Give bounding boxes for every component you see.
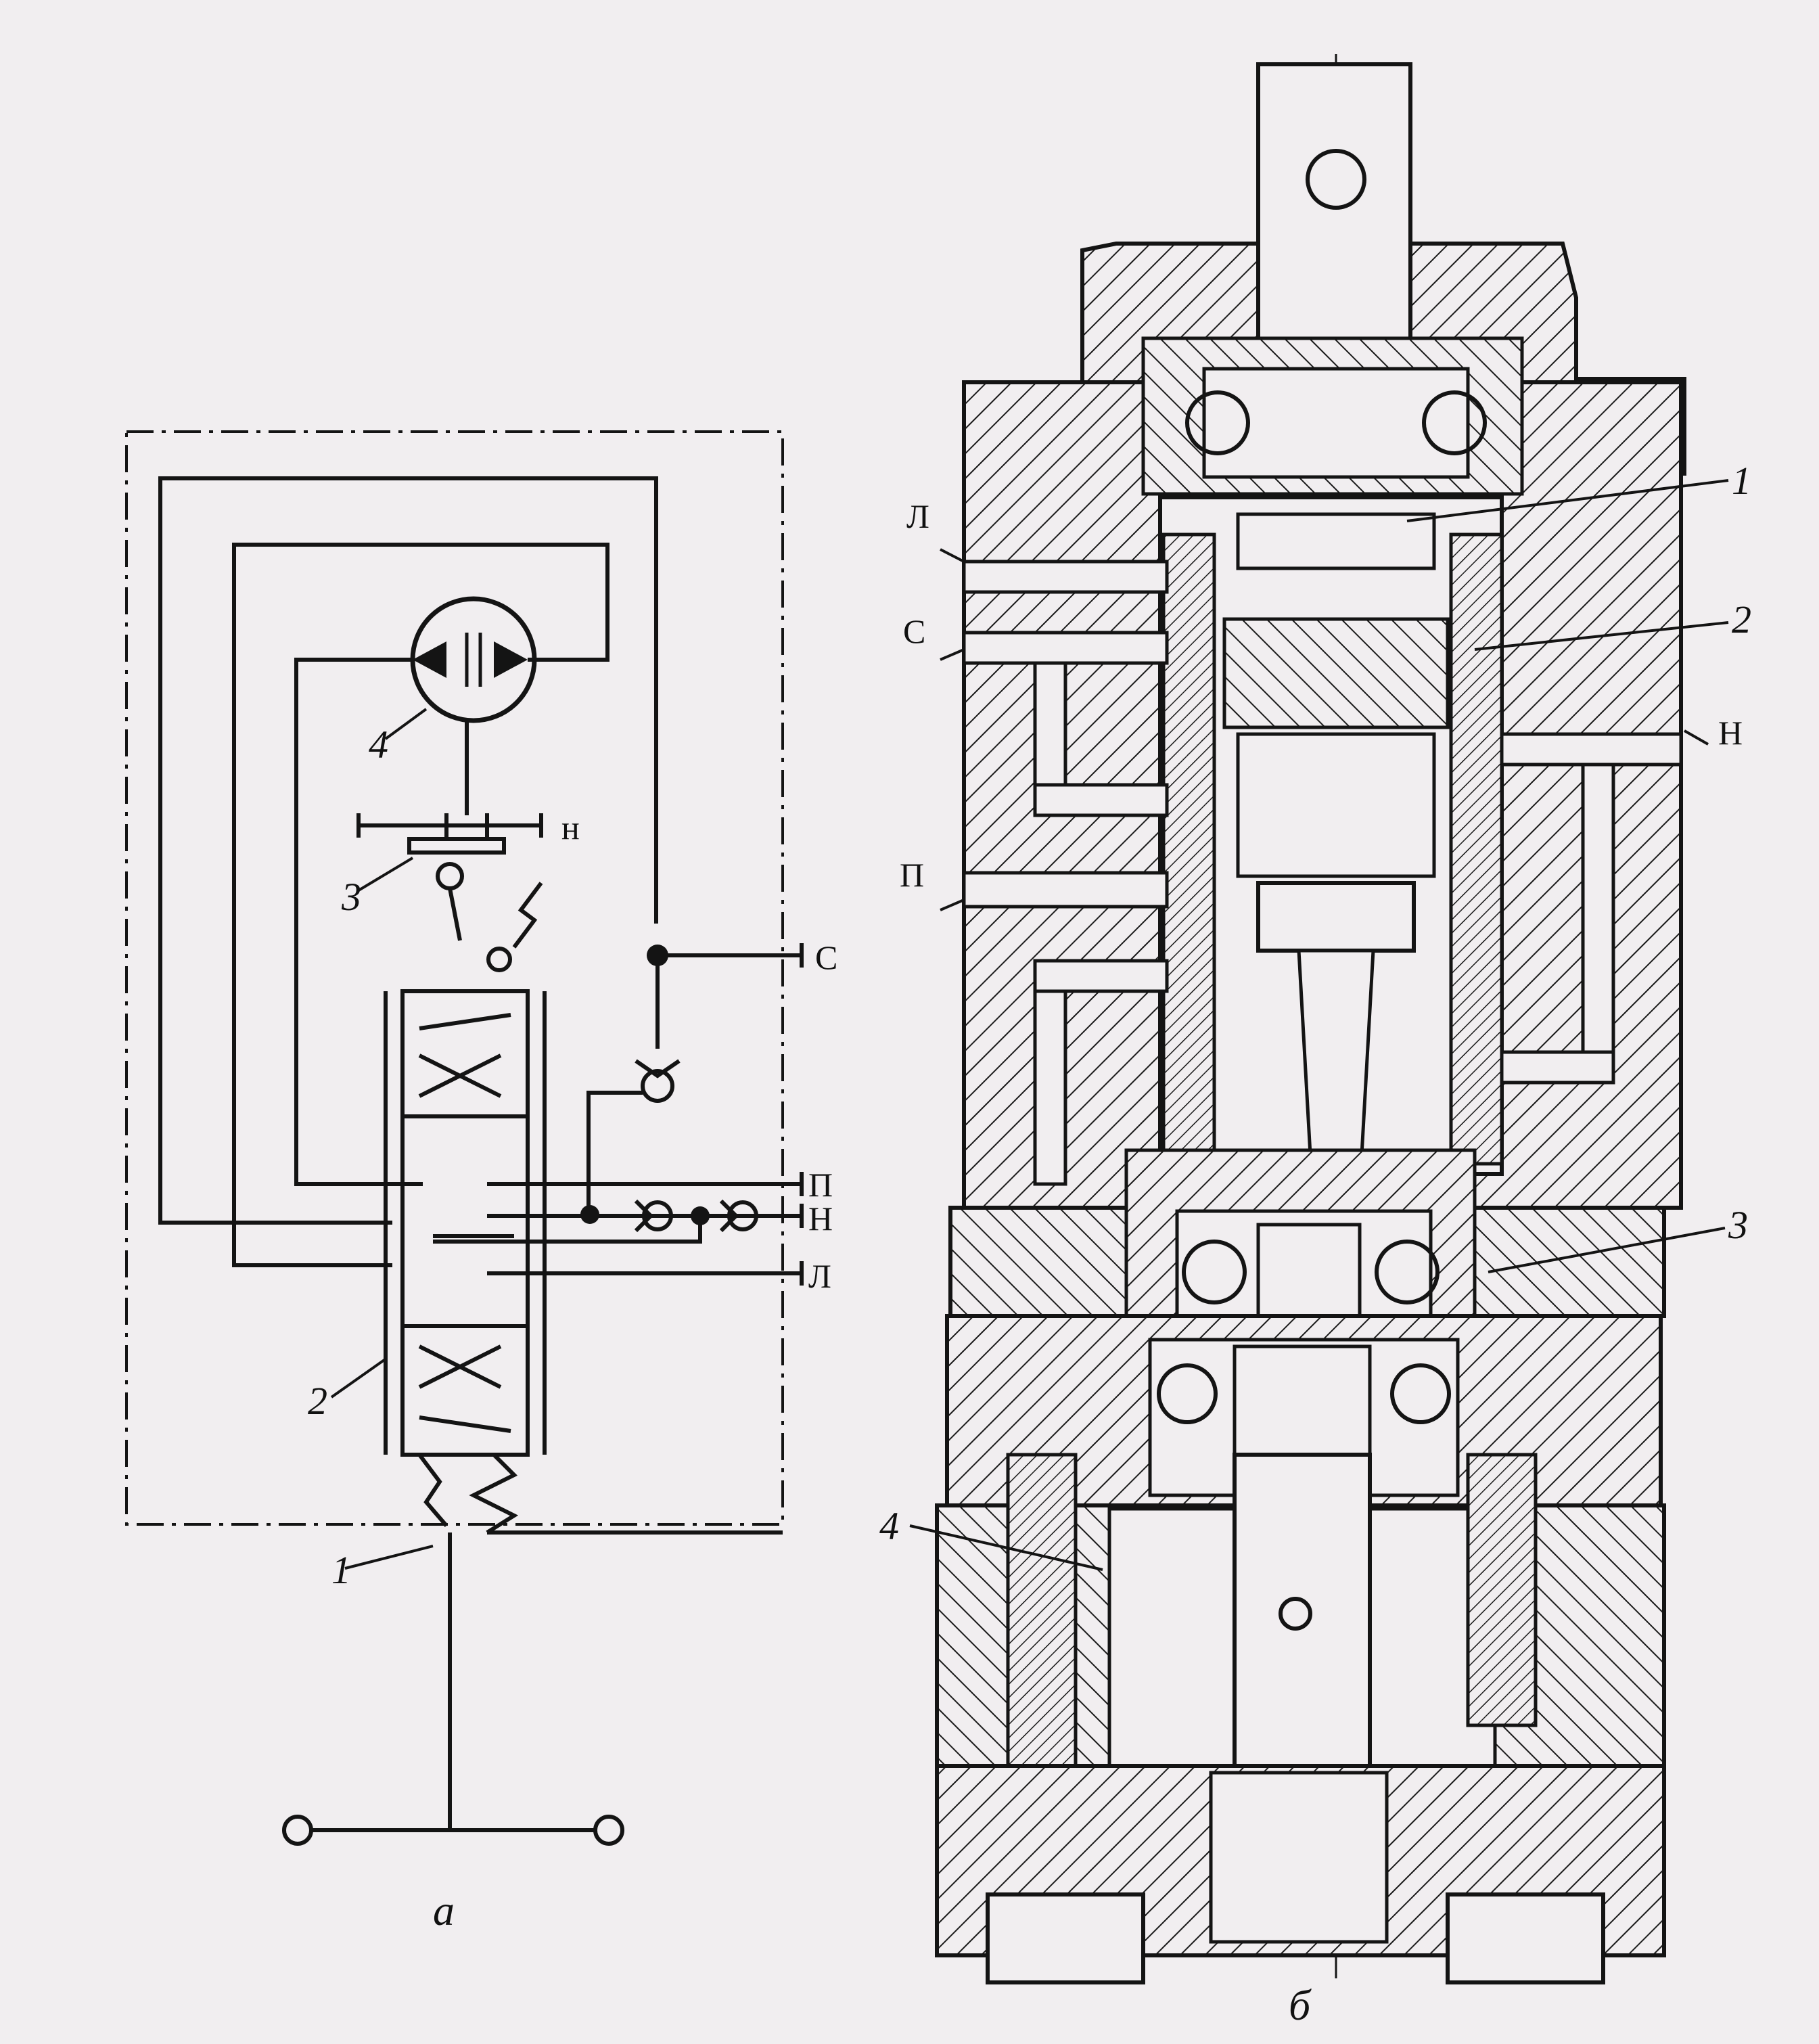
port-l-label: Л [808,1257,831,1295]
callout-3: 3 [1728,1203,1748,1247]
gear-n-label: н [561,809,580,846]
bearing-ball-icon [1390,1363,1451,1424]
port-n-label: Н [1718,714,1743,752]
callout-leaders [330,708,434,1570]
port-channels [962,560,1683,1186]
spool [1236,512,1436,570]
port-s-label: С [903,612,925,650]
hydraulic-motor-icon [410,596,537,815]
sleeve [1161,532,1216,1166]
callout-1: 1 [331,1548,351,1592]
port-p-label: П [900,856,924,894]
junction-dots [580,945,710,1225]
feedback-mechanism-icon [356,813,543,972]
bearing-ball-icon [1375,1240,1440,1304]
bearing-ball-icon [1185,390,1250,455]
control-handle-icon[interactable] [282,1532,624,1846]
distributor-valve-icon [384,989,783,1535]
hydraulic-scheme-a: 1 2 3 4 П Н Л С н а [125,430,837,1934]
port-s-label: С [815,938,837,976]
callout-2: 2 [1732,597,1751,641]
pipe-lines [158,476,802,1275]
bearing-ball-icon [1157,1363,1218,1424]
port-n-label: Н [808,1200,833,1237]
callout-3: 3 [341,875,361,919]
callout-1: 1 [1732,459,1751,503]
caption-a: а [433,1886,455,1934]
sleeve [1449,532,1504,1166]
scheme-boundary [125,430,784,1526]
callout-leaders [909,479,1729,1571]
port-l-label: Л [906,497,929,535]
bearing-ball-icon [1422,390,1487,455]
callout-2: 2 [308,1379,327,1423]
callout-4: 4 [369,723,388,767]
caption-b: б [1289,1981,1312,2029]
valve-cross-section-b: 1 2 3 4 Л С Н П б [879,54,1751,2029]
callout-4: 4 [879,1504,899,1548]
bearing-ball-icon [1182,1240,1247,1304]
check-valve-icon [634,1059,758,1233]
input-shaft [1256,62,1412,371]
port-p-label: П [808,1166,833,1204]
